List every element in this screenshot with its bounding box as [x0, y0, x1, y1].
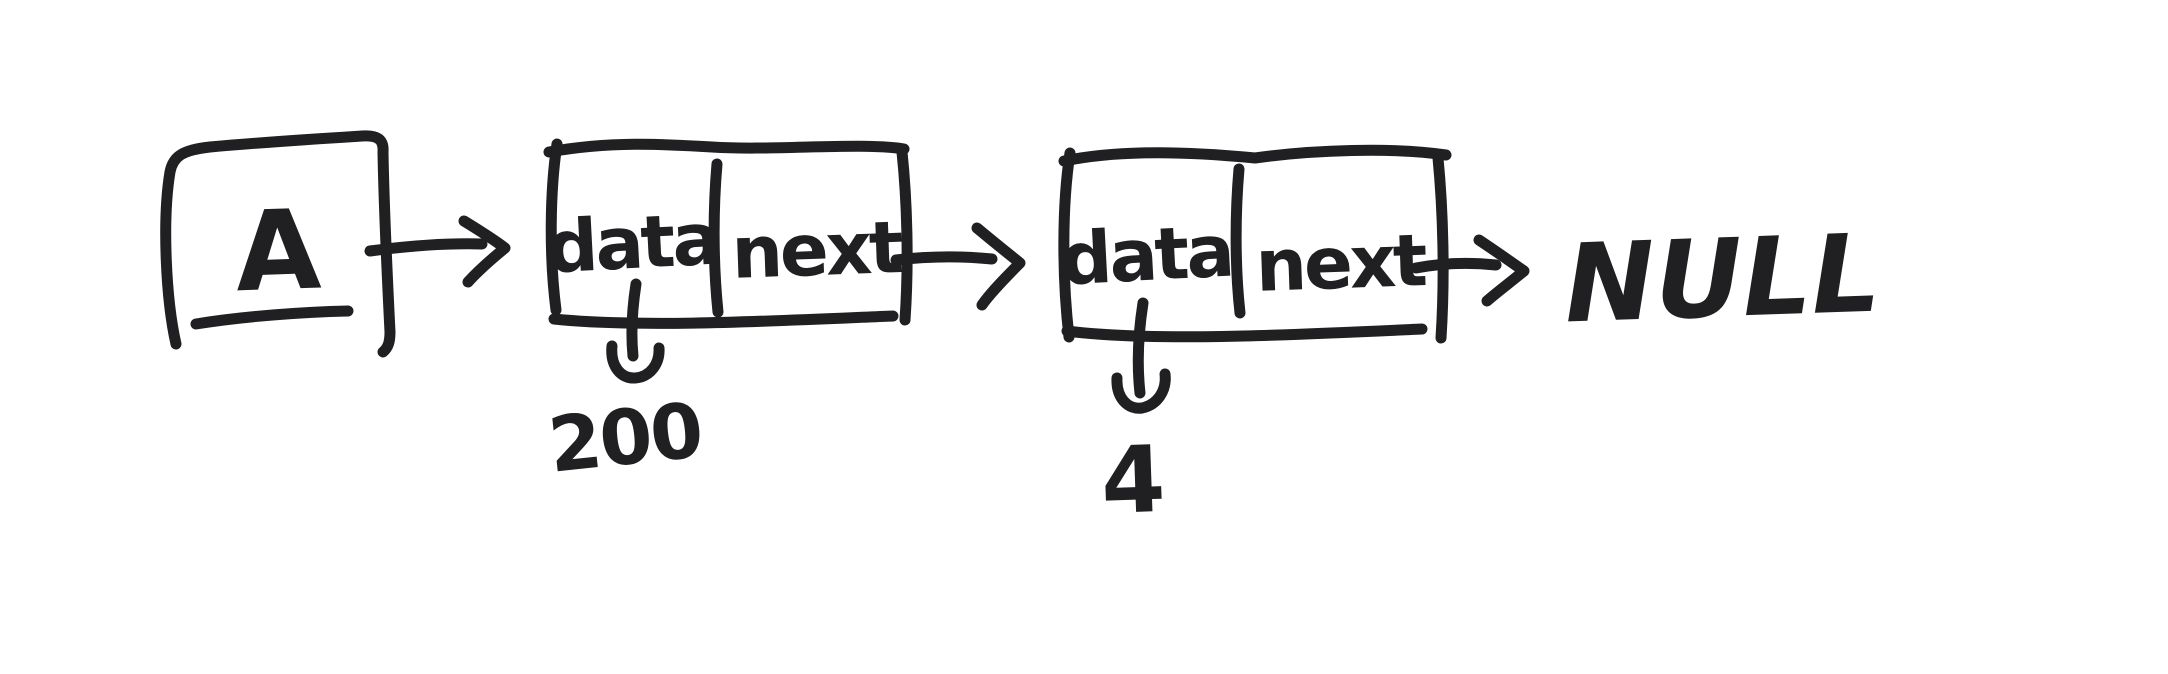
node1-data-value: 200: [544, 385, 705, 489]
arrow-head-icon: [458, 215, 511, 288]
arrow-shaft: [890, 251, 998, 266]
head-box-outline: [160, 130, 396, 358]
node1-data-label: data: [545, 197, 720, 290]
node1-next-label: next: [730, 205, 903, 295]
node1-left-edge: [545, 138, 563, 316]
arrow-head-icon: [1473, 234, 1530, 307]
arrow-head-to-node1: [364, 215, 511, 288]
node2-value-arrow-shaft: [1132, 297, 1149, 399]
arrow-shaft: [364, 238, 488, 257]
node2-right-edge: [1432, 152, 1449, 344]
node2-left-edge: [1058, 147, 1076, 343]
node2-divider: [1230, 163, 1246, 319]
node1-top-edge: [543, 138, 910, 158]
node1-right-edge: [896, 146, 913, 326]
node1-value-arrow-hook-icon: [606, 340, 665, 384]
null-terminator-label: NULL: [1562, 212, 1882, 348]
node2-next-label: next: [1254, 218, 1427, 308]
node2-value-arrow-hook-icon: [1111, 368, 1171, 414]
head-label: A: [233, 186, 322, 317]
node2-data-value: 4: [1099, 426, 1165, 535]
node-1: data next 200: [543, 138, 913, 490]
head-pointer-box: A: [160, 130, 396, 358]
node1-divider: [708, 158, 724, 318]
node2-data-label: data: [1059, 209, 1234, 302]
arrow-node1-to-node2: [890, 222, 1026, 311]
node-2: data next 4: [1058, 144, 1452, 535]
node1-value-arrow-shaft: [626, 278, 642, 362]
node2-top-edge: [1058, 144, 1452, 167]
arrow-head-icon: [971, 222, 1026, 311]
arrow-node2-to-null: [1410, 234, 1530, 307]
head-box-underline: [190, 305, 354, 330]
node2-bottom-edge: [1061, 323, 1428, 343]
node1-bottom-edge: [548, 310, 899, 329]
arrow-shaft: [1410, 257, 1502, 274]
